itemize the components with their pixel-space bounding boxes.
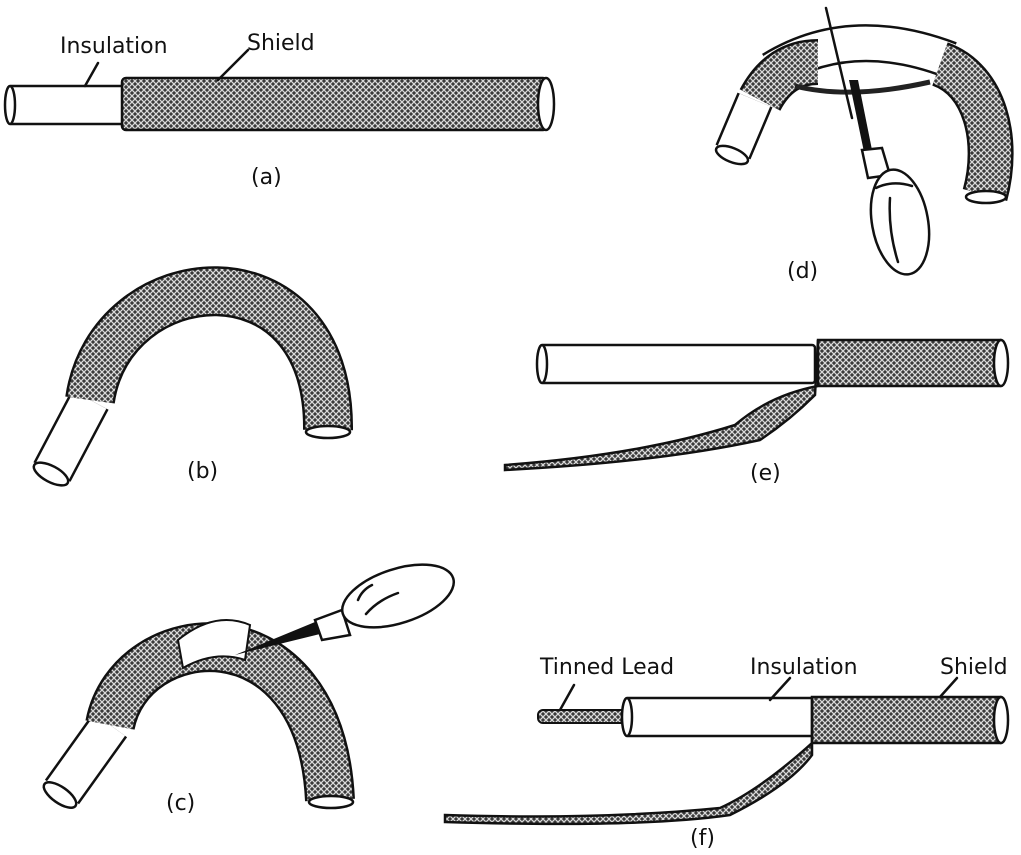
caption-f: (f) — [690, 826, 715, 851]
shield-cut-end — [306, 426, 350, 438]
panel-c: (c) — [40, 552, 462, 816]
shield-cut-end — [966, 191, 1006, 203]
insulation-core — [625, 698, 815, 736]
shield-label: Shield — [247, 31, 315, 56]
awl-handle — [334, 552, 461, 639]
panel-d: (d) — [714, 8, 1006, 284]
insulation-label: Insulation — [60, 34, 168, 59]
insulation-end — [537, 345, 547, 383]
panel-a: Insulation Shield (a) — [5, 31, 554, 190]
panel-b: (b) — [30, 291, 350, 490]
tinned-lead-leader-line — [560, 685, 574, 710]
shield-cut-end — [538, 78, 554, 130]
insulation-end — [5, 86, 15, 124]
shield-braid — [122, 78, 547, 130]
insulation-leader-line — [770, 678, 790, 700]
tinned-lead — [538, 710, 630, 723]
caption-b: (b) — [187, 459, 218, 484]
shield-cut-end — [309, 796, 353, 808]
shield-label: Shield — [940, 655, 1008, 680]
shield-leader-line — [218, 50, 248, 80]
caption-c: (c) — [166, 791, 195, 816]
insulation-core — [540, 345, 815, 383]
awl-handle — [863, 165, 937, 279]
shield-cut-end — [994, 340, 1008, 386]
caption-a: (a) — [251, 165, 282, 190]
shield-leader-line — [940, 678, 957, 697]
caption-d: (d) — [787, 259, 818, 284]
panel-e: (e) — [505, 340, 1008, 486]
caption-e: (e) — [750, 461, 781, 486]
insulation-label: Insulation — [750, 655, 858, 680]
tinned-lead-label: Tinned Lead — [539, 655, 674, 680]
insulation-core — [8, 86, 126, 124]
panel-f: Tinned Lead Insulation Shield (f) — [445, 655, 1008, 851]
insulation-leader-line — [85, 63, 98, 86]
shield-cut-end — [994, 697, 1008, 743]
insulation-end — [622, 698, 632, 736]
